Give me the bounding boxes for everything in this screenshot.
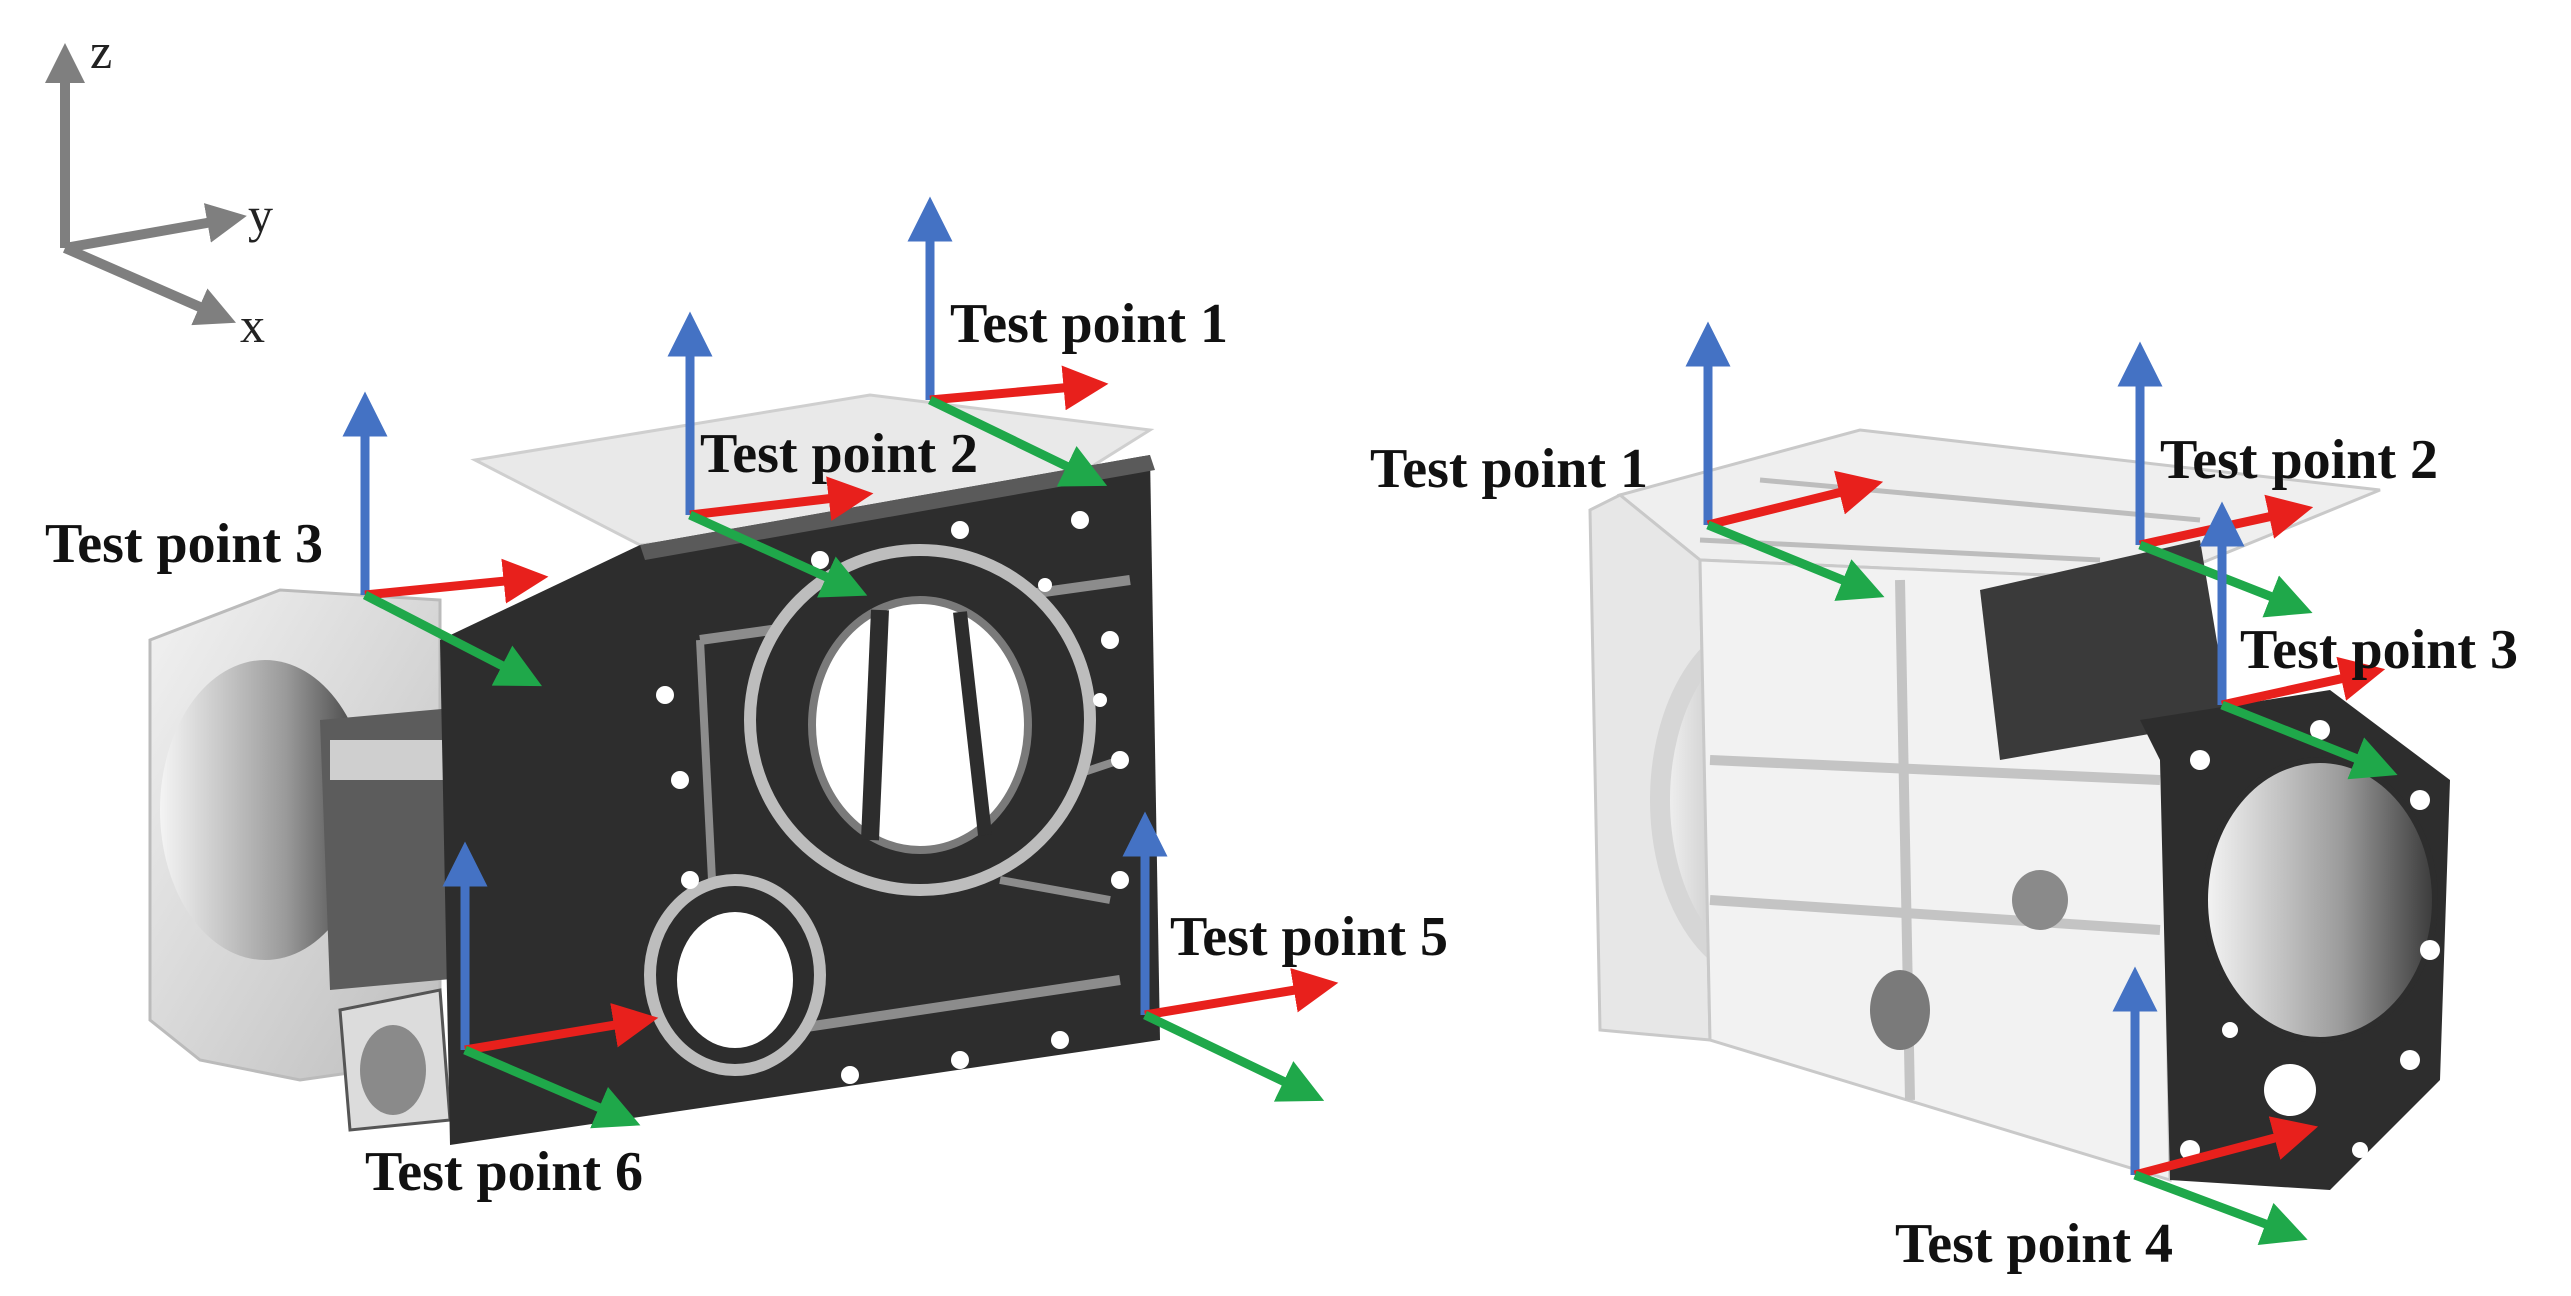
right-label-test-point-1: Test point 1 (1370, 438, 1648, 500)
ref-axis-y-label: y (248, 187, 273, 243)
ref-axis-z-label: z (90, 23, 112, 79)
right-frames (1685, 321, 2398, 1246)
right-housing (1588, 428, 2450, 1190)
left-frame-test-point-2 (667, 311, 874, 598)
right-label-test-point-4: Test point 4 (1895, 1213, 2173, 1275)
left-label-test-point-6: Test point 6 (365, 1141, 643, 1203)
left-frame-test-point-5 (1122, 811, 1339, 1102)
ref-axis-x-label: x (240, 297, 265, 353)
right-frame-test-point-1 (1685, 321, 1885, 601)
right-label-test-point-2: Test point 2 (2160, 429, 2438, 491)
right-frame-test-point-4 (2112, 966, 2319, 1246)
left-label-test-point-3: Test point 3 (45, 513, 323, 575)
right-label-test-point-3: Test point 3 (2240, 619, 2518, 681)
left-frame-test-point-1 (907, 196, 1109, 487)
right-frame-test-point-3 (2199, 501, 2398, 780)
left-frame-test-point-3 (342, 391, 549, 687)
left-frames (342, 196, 1339, 1129)
left-label-test-point-2: Test point 2 (700, 423, 978, 485)
left-label-test-point-5: Test point 5 (1170, 906, 1448, 968)
reference-axes: z y x (45, 23, 273, 353)
left-label-test-point-1: Test point 1 (950, 293, 1228, 355)
left-frame-test-point-6 (442, 841, 659, 1129)
left-housing (148, 393, 1160, 1145)
